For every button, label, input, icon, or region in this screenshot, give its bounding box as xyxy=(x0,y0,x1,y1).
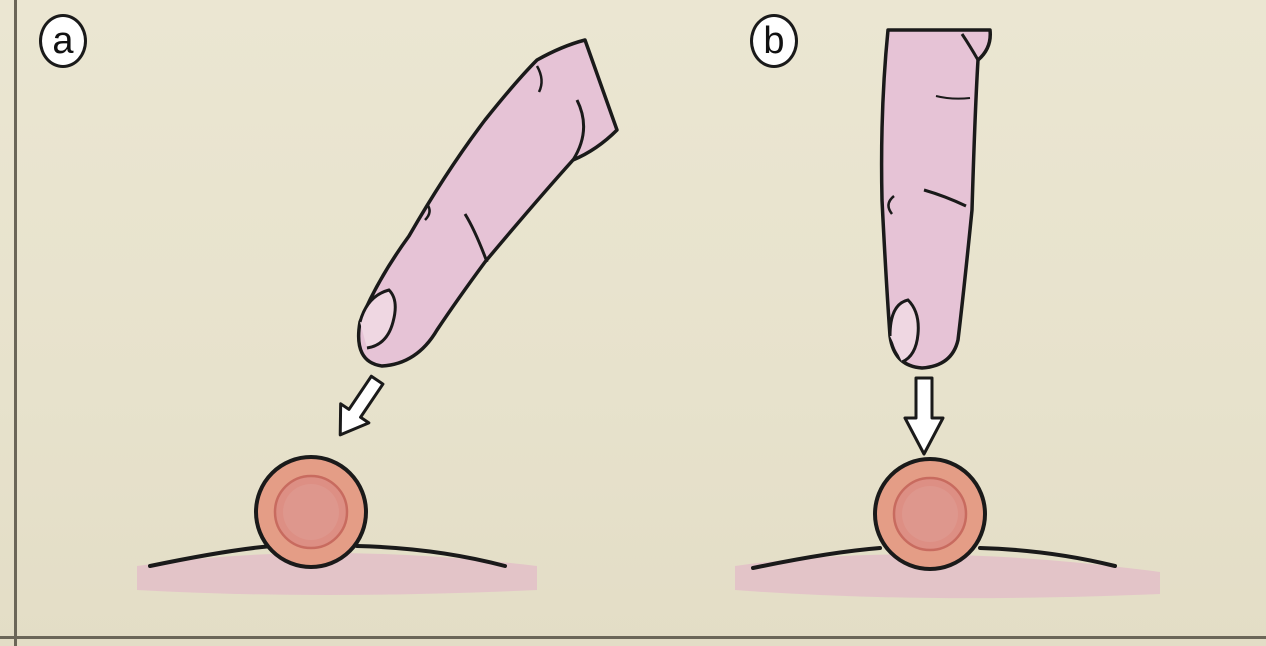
nodule-icon xyxy=(256,457,366,567)
panel-b-drawing xyxy=(640,0,1266,636)
nodule-icon xyxy=(875,459,985,569)
panel-a-drawing xyxy=(17,0,637,636)
arrow-icon xyxy=(326,371,391,445)
arrow-icon xyxy=(905,378,943,454)
finger-icon xyxy=(882,30,991,368)
finger-icon xyxy=(359,40,617,366)
bottom-border xyxy=(0,636,1266,639)
panel-b: b xyxy=(640,0,1266,636)
panel-a: a xyxy=(17,0,637,636)
